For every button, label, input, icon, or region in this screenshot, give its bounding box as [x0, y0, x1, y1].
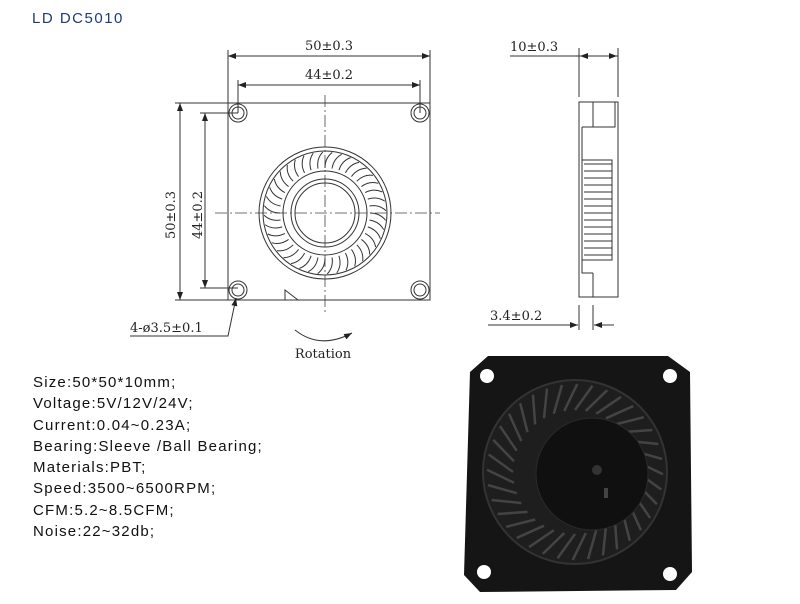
dim-side-offset: 3.4±0.2 — [490, 309, 542, 324]
spec-materials: Materials:PBT; — [33, 459, 147, 477]
blade — [283, 249, 299, 259]
blade — [338, 157, 351, 171]
dim-hole-spacing-v: 44±0.2 — [191, 191, 206, 239]
blade — [264, 224, 283, 229]
spec-list: Size:50*50*10mm; Voltage:5V/12V/24V; Cur… — [33, 372, 263, 542]
blade — [364, 232, 377, 248]
blade — [344, 252, 349, 271]
blade — [336, 255, 341, 274]
blade — [263, 214, 281, 221]
blade — [326, 257, 333, 275]
blade — [351, 167, 367, 177]
photo-blade — [571, 532, 587, 561]
spec-voltage: Voltage:5V/12V/24V; — [33, 395, 194, 413]
photo-blade — [614, 415, 645, 426]
blade — [356, 244, 364, 262]
photo-blade — [573, 385, 594, 411]
blade — [264, 205, 281, 214]
spec-size: Size:50*50*10mm; — [33, 374, 177, 391]
blade — [301, 155, 306, 174]
photo-blade — [542, 388, 549, 419]
blade — [273, 178, 286, 194]
blade — [299, 255, 312, 269]
blade — [331, 153, 342, 169]
photo-blade — [488, 453, 514, 474]
photo-blade — [601, 525, 608, 556]
blade — [294, 159, 299, 177]
front-view: 50±0.3 44±0.2 50±0.3 44±0.2 4-ø3.5±0.1 R… — [130, 39, 440, 362]
blade — [309, 152, 314, 171]
side-view: 10±0.3 3.4±0.2 — [488, 40, 619, 330]
blade — [364, 189, 383, 194]
rotation-label: Rotation — [295, 347, 352, 362]
blade — [290, 252, 306, 265]
dim-hole-spacing-h: 44±0.2 — [305, 68, 353, 83]
photo-blade — [507, 413, 523, 442]
photo-blade — [586, 529, 598, 560]
photo-blade — [552, 384, 564, 415]
photo-blade — [491, 498, 522, 505]
spec-speed: Speed:3500~6500RPM; — [33, 480, 217, 498]
blade — [356, 174, 374, 182]
photo-blade — [595, 395, 622, 415]
mount-hole — [231, 283, 245, 297]
blade — [344, 161, 360, 174]
blade — [267, 232, 286, 237]
blade — [269, 187, 283, 200]
spec-noise: Noise:22~32db; — [33, 523, 156, 541]
mount-hole — [413, 283, 427, 297]
photo-blade — [518, 402, 529, 433]
spec-cfm: CFM:5.2~8.5CFM; — [33, 501, 175, 519]
product-title: LD DC5010 — [32, 10, 124, 27]
blade — [317, 151, 324, 169]
blade — [308, 257, 319, 273]
blade — [265, 196, 281, 207]
dim-front-height: 50±0.3 — [164, 191, 179, 239]
blade — [369, 205, 387, 212]
blade — [369, 219, 385, 230]
photo-blade — [505, 518, 536, 529]
dim-hole-spec: 4-ø3.5±0.1 — [130, 321, 203, 336]
blade — [324, 152, 333, 169]
blade — [276, 244, 294, 252]
impeller-blades — [263, 151, 387, 275]
photo-blade — [563, 383, 579, 412]
blade — [271, 239, 289, 244]
photo-blade — [516, 524, 545, 540]
blade — [367, 197, 386, 202]
photo-blade — [556, 533, 577, 559]
blade — [361, 182, 379, 187]
spec-bearing: Bearing:Sleeve /Ball Bearing; — [33, 437, 263, 455]
dim-side-thickness: 10±0.3 — [510, 40, 558, 55]
photo-blade — [492, 438, 515, 463]
blade — [286, 164, 294, 182]
photo-blade — [497, 510, 528, 516]
photo-blade — [531, 394, 537, 425]
photo-blade — [584, 389, 609, 412]
blade — [361, 239, 371, 255]
fan-photo — [464, 356, 692, 592]
rotation-arrow-icon — [294, 329, 353, 342]
blade — [279, 171, 289, 187]
blade — [369, 212, 386, 221]
photo-blade — [498, 425, 518, 452]
spec-current: Current:0.04~0.23A; — [33, 416, 192, 434]
blade — [317, 257, 326, 274]
blade — [367, 226, 381, 239]
photo-blade — [541, 532, 566, 555]
photo-blade — [605, 404, 634, 420]
dim-front-width: 50±0.3 — [305, 39, 353, 54]
photo-blade — [528, 529, 555, 549]
photo-blade — [487, 483, 518, 495]
photo-blade — [486, 468, 515, 484]
blade — [351, 249, 356, 267]
